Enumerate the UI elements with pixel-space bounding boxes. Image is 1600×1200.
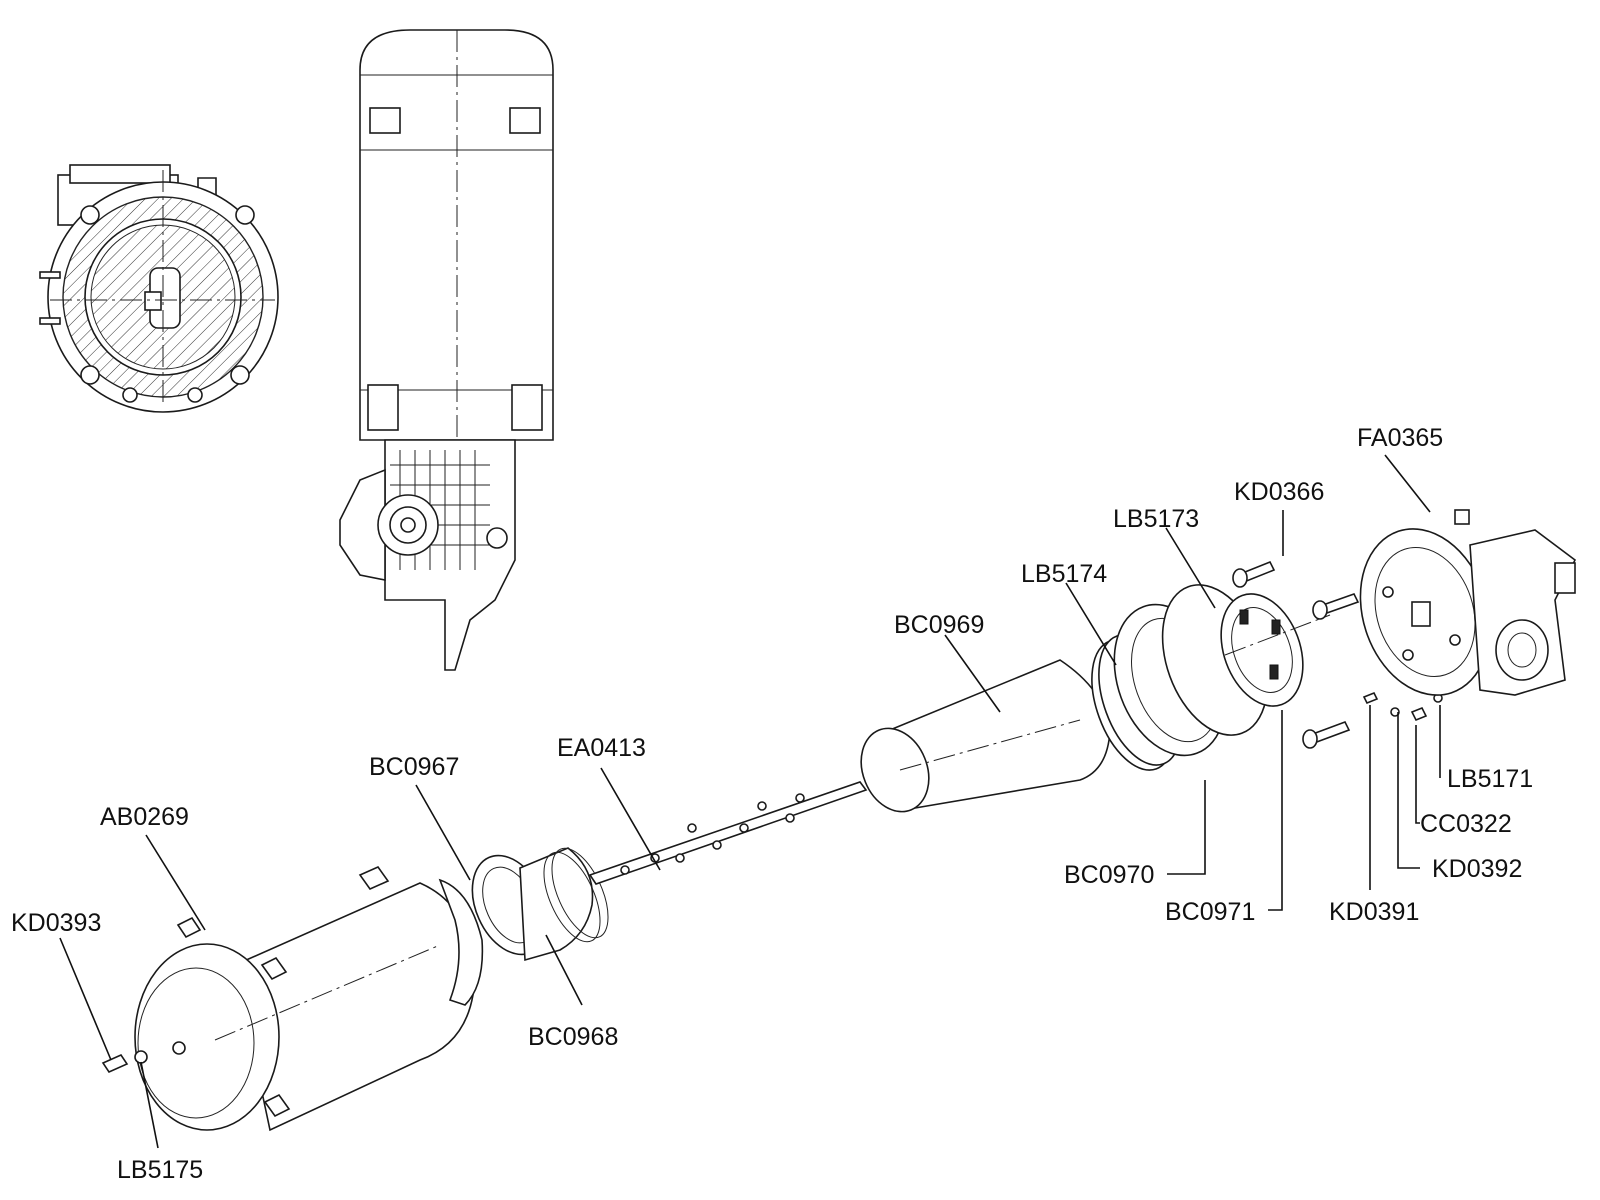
callout-labels: FA0365 KD0366 LB5173 LB5174 BC0969 EA041… (11, 424, 1533, 1184)
label-bc0971: BC0971 (1165, 898, 1255, 926)
motor-housing-ab0269 (101, 866, 484, 1132)
leader-lb5174 (1065, 582, 1117, 666)
leader-kd0393 (59, 937, 112, 1061)
section-view (39, 164, 279, 413)
end-cap-bc0968 (471, 847, 609, 962)
gear-carrier-bc0971 (1220, 593, 1331, 707)
leader-fa0365 (1384, 454, 1431, 513)
label-kd0392: KD0392 (1432, 855, 1522, 883)
tube-bc0969 (860, 659, 1111, 813)
label-kd0366: KD0366 (1234, 478, 1324, 506)
label-lb5171: LB5171 (1447, 765, 1533, 793)
gearbox-head-fa0365 (1359, 509, 1577, 696)
label-ab0269: AB0269 (100, 803, 189, 831)
label-bc0970: BC0970 (1064, 861, 1154, 889)
label-lb5173: LB5173 (1113, 505, 1199, 533)
label-fa0365: FA0365 (1357, 424, 1443, 452)
label-bc0969: BC0969 (894, 611, 984, 639)
leader-cc0322 (1415, 725, 1420, 824)
seal-rings (1091, 584, 1269, 771)
leader-ea0413 (600, 767, 661, 871)
leader-bc0967 (415, 784, 471, 881)
leader-bc0971 (1268, 710, 1283, 911)
assembled-motor-view (339, 29, 554, 671)
leader-lines (59, 454, 1441, 1149)
leader-kd0392 (1397, 712, 1420, 869)
label-lb5175: LB5175 (117, 1156, 203, 1184)
leader-ab0269 (145, 834, 206, 931)
shaft-ea0413 (588, 781, 868, 885)
label-cc0322: CC0322 (1420, 810, 1512, 838)
label-bc0968: BC0968 (528, 1023, 618, 1051)
leader-lb5175 (140, 1061, 159, 1149)
label-bc0967: BC0967 (369, 753, 459, 781)
leader-lb5173 (1165, 527, 1216, 609)
leader-bc0969 (944, 634, 1001, 713)
screws (1232, 560, 1443, 749)
label-kd0393: KD0393 (11, 909, 101, 937)
label-kd0391: KD0391 (1329, 898, 1419, 926)
leader-bc0968 (545, 934, 583, 1006)
leader-bc0970 (1167, 780, 1206, 875)
label-ea0413: EA0413 (557, 734, 646, 762)
label-lb5174: LB5174 (1021, 560, 1107, 588)
